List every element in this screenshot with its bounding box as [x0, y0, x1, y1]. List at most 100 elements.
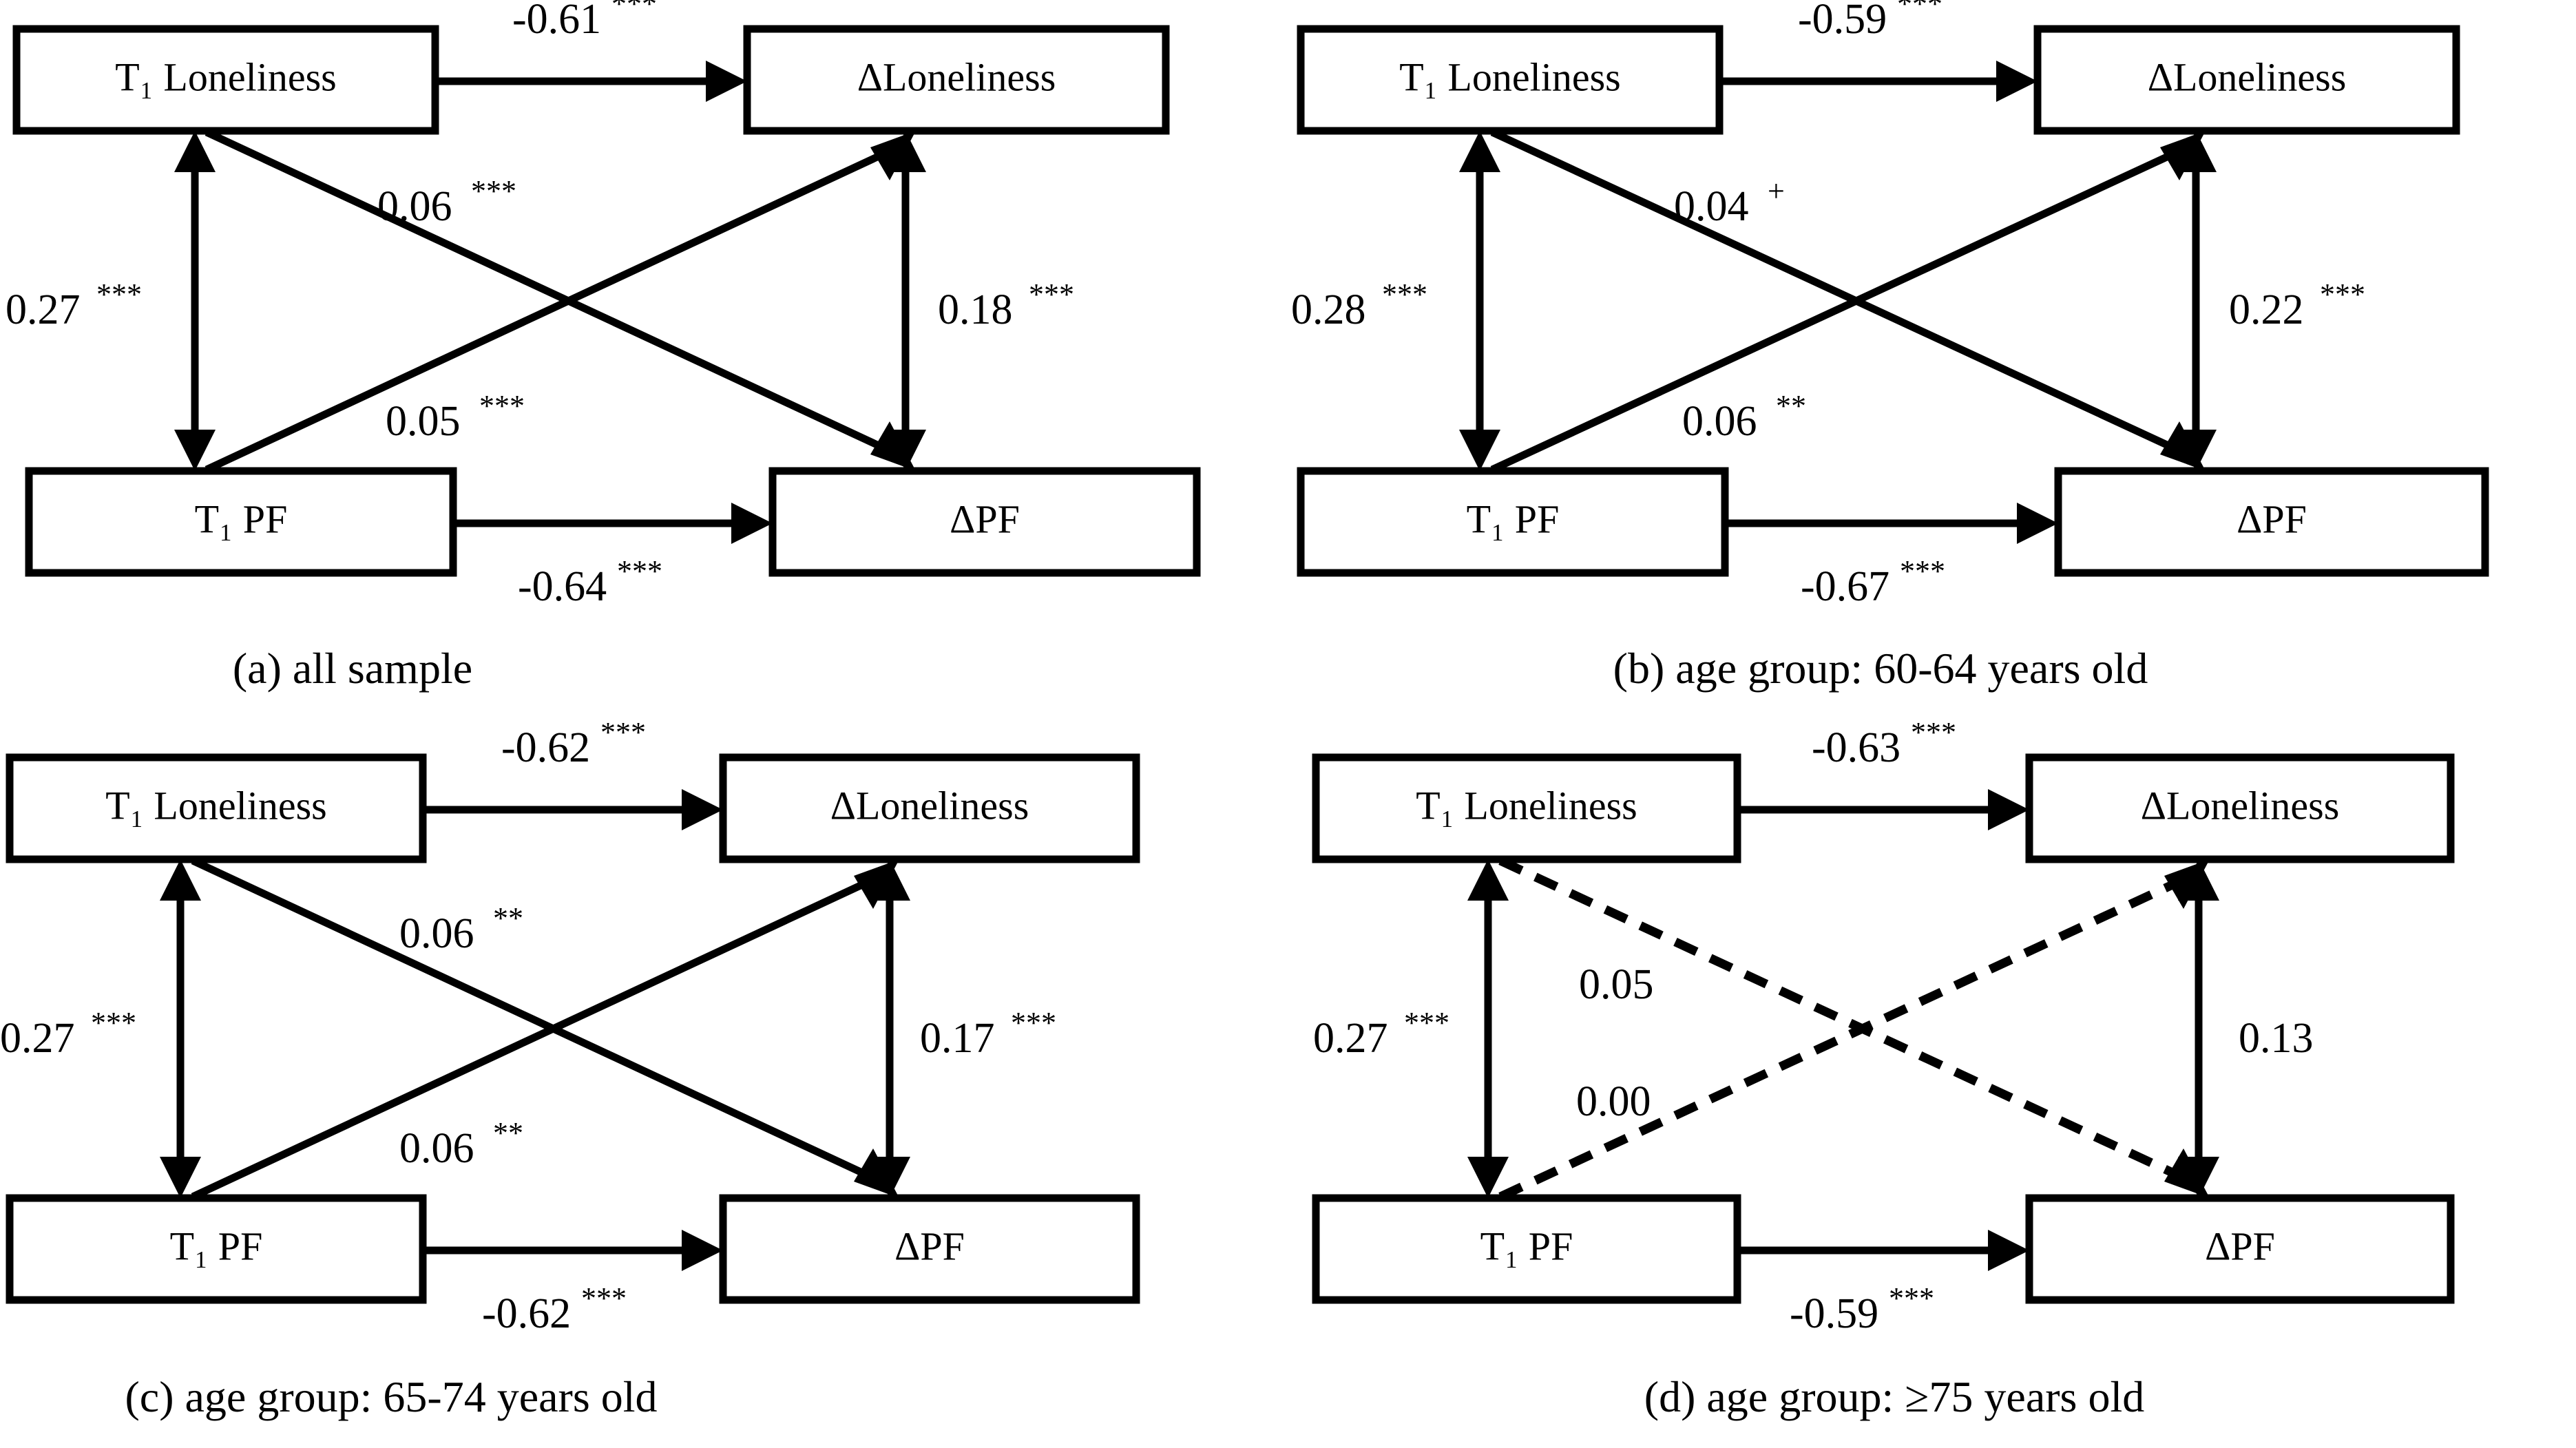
coef-value: 0.06	[399, 1125, 474, 1172]
coef-value: 0.04	[1674, 183, 1749, 230]
arrowhead-autoregressive-pf	[682, 1230, 723, 1271]
coef-sig: **	[493, 901, 523, 935]
node-box-t1-pf	[1312, 1194, 1741, 1304]
panel-c: T₁ Loneliness ΔLoneliness T₁ PF ΔPF -0.6…	[0, 723, 1288, 1448]
arrowhead-correlation-t1-down	[174, 430, 216, 471]
node-box-t1-pf	[6, 1194, 427, 1304]
coef-value: 0.27	[1313, 1015, 1388, 1062]
arrowhead-cross-pf-to-loneliness	[2160, 131, 2206, 180]
node-label-delta-pf: ΔPF	[2205, 1224, 2275, 1268]
coef-correlation-delta: 0.18 ***	[938, 277, 1074, 333]
coef-correlation-delta: 0.22 ***	[2229, 277, 2365, 333]
coef-correlation-delta: 0.17 ***	[920, 1006, 1056, 1062]
arrowhead-correlation-t1-down	[1467, 1157, 1509, 1198]
arrowhead-autoregressive-pf	[2017, 503, 2058, 544]
coef-value: -0.62	[501, 724, 590, 771]
node-label-t1-pf: T₁ PF	[1467, 496, 1560, 541]
path-cross-loneliness-to-pf	[205, 129, 882, 450]
arrowhead-correlation-t1-up	[174, 131, 216, 172]
panel-a: T₁ Loneliness ΔLoneliness T₁ PF ΔPF	[0, 0, 1288, 723]
path-cross-pf-to-loneliness-dashed	[1498, 880, 2176, 1201]
node-label-t1-loneliness: T₁ Loneliness	[1416, 783, 1637, 828]
node-label-delta-loneliness: ΔLoneliness	[2148, 54, 2347, 99]
node-label-t1-pf: T₁ PF	[1480, 1224, 1573, 1268]
coef-value: 0.18	[938, 286, 1013, 333]
coef-value: -0.59	[1798, 0, 1887, 43]
coef-sig: ***	[1029, 277, 1074, 311]
path-cross-pf-to-loneliness	[1490, 152, 2172, 473]
panel-caption-a: (a) all sample	[233, 644, 472, 693]
node-box-delta-loneliness	[2033, 25, 2460, 135]
arrowhead-cross-pf-to-loneliness	[870, 131, 916, 180]
arrowhead-correlation-t1-up	[1459, 131, 1500, 172]
path-cross-loneliness-to-pf-dashed	[1498, 857, 2176, 1177]
coef-sig: **	[1776, 389, 1806, 423]
node-box-t1-pf	[25, 467, 457, 577]
coef-sig: ***	[2320, 277, 2365, 311]
coef-autoregressive-loneliness: -0.63 ***	[1812, 723, 1956, 771]
coef-autoregressive-pf: -0.59 ***	[1790, 1281, 1934, 1337]
node-box-t1-loneliness	[1312, 753, 1741, 863]
panel-d: T₁ Loneliness ΔLoneliness T₁ PF ΔPF -0.6…	[1288, 723, 2576, 1448]
coef-value: 0.22	[2229, 286, 2304, 333]
coef-sig: ***	[1889, 1281, 1934, 1315]
coef-value: 0.06	[399, 910, 474, 957]
coef-value: -0.63	[1812, 724, 1900, 771]
node-box-delta-pf	[768, 467, 1201, 577]
coef-value: -0.67	[1801, 563, 1889, 610]
arrowhead-cross-loneliness-to-pf	[854, 1148, 899, 1198]
node-box-t1-loneliness	[1297, 25, 1724, 135]
coef-correlation-t1: 0.27 ***	[1313, 1006, 1449, 1062]
node-label-t1-loneliness: T₁ Loneliness	[115, 54, 336, 99]
arrowhead-correlation-t1-down	[160, 1157, 201, 1198]
coef-correlation-delta: 0.13	[2239, 1015, 2314, 1062]
arrowhead-cross-loneliness-to-pf	[2164, 1148, 2210, 1198]
node-box-delta-pf	[2054, 467, 2489, 577]
node-label-t1-pf: T₁ PF	[195, 496, 288, 541]
coef-value: 0.05	[1579, 961, 1654, 1008]
coef-autoregressive-pf: -0.67 ***	[1801, 554, 1945, 610]
arrowhead-cross-pf-to-loneliness	[854, 859, 899, 909]
arrowhead-cross-pf-to-loneliness	[2164, 859, 2210, 909]
node-box-delta-loneliness	[743, 25, 1170, 135]
path-cross-loneliness-to-pf	[191, 857, 866, 1177]
coef-value: -0.59	[1790, 1290, 1878, 1337]
arrowhead-cross-loneliness-to-pf	[870, 421, 916, 471]
arrowhead-autoregressive-pf	[731, 503, 773, 544]
coef-correlation-t1: 0.27 ***	[0, 1006, 136, 1062]
coef-autoregressive-loneliness: -0.62 ***	[501, 723, 646, 771]
coef-sig: ***	[91, 1006, 136, 1040]
coef-sig: ***	[1404, 1006, 1449, 1040]
arrowhead-cross-loneliness-to-pf	[2160, 421, 2206, 471]
coef-autoregressive-pf: -0.62 ***	[482, 1281, 627, 1337]
coef-sig: +	[1768, 174, 1785, 208]
path-cross-pf-to-loneliness	[191, 881, 866, 1200]
node-label-delta-loneliness: ΔLoneliness	[857, 54, 1056, 99]
node-box-t1-loneliness	[12, 25, 439, 135]
arrowhead-autoregressive-loneliness	[1988, 789, 2029, 830]
panel-caption-c: (c) age group: 65-74 years old	[125, 1372, 657, 1421]
coef-value: 0.00	[1576, 1078, 1651, 1125]
coef-value: 0.27	[6, 286, 81, 333]
coef-sig: ***	[471, 174, 516, 208]
node-box-delta-loneliness	[719, 753, 1140, 863]
panel-caption-d: (d) age group: ≥75 years old	[1644, 1372, 2144, 1421]
coef-value: 0.05	[386, 398, 461, 445]
node-label-t1-loneliness: T₁ Loneliness	[105, 783, 326, 828]
panel-caption-b: (b) age group: 60-64 years old	[1613, 644, 2148, 693]
coef-sig: ***	[581, 1281, 627, 1315]
coef-sig: ***	[479, 389, 525, 423]
arrowhead-autoregressive-loneliness	[682, 789, 723, 830]
coef-cross-loneliness-to-pf: 0.06 ***	[377, 174, 516, 230]
coef-sig: ***	[1897, 0, 1943, 21]
arrowhead-autoregressive-pf	[1988, 1230, 2029, 1271]
node-label-t1-pf: T₁ PF	[170, 1224, 263, 1268]
arrowhead-correlation-t1-up	[160, 859, 201, 901]
arrowhead-autoregressive-loneliness	[1996, 61, 2038, 102]
coef-autoregressive-loneliness: -0.59 ***	[1798, 0, 1943, 43]
node-box-delta-pf	[719, 1194, 1140, 1304]
coef-cross-pf-to-loneliness: 0.05 ***	[386, 389, 525, 445]
panel-b: T₁ Loneliness ΔLoneliness T₁ PF ΔPF -0.5…	[1288, 0, 2576, 723]
node-box-t1-pf	[1297, 467, 1729, 577]
path-cross-loneliness-to-pf	[1490, 129, 2172, 450]
